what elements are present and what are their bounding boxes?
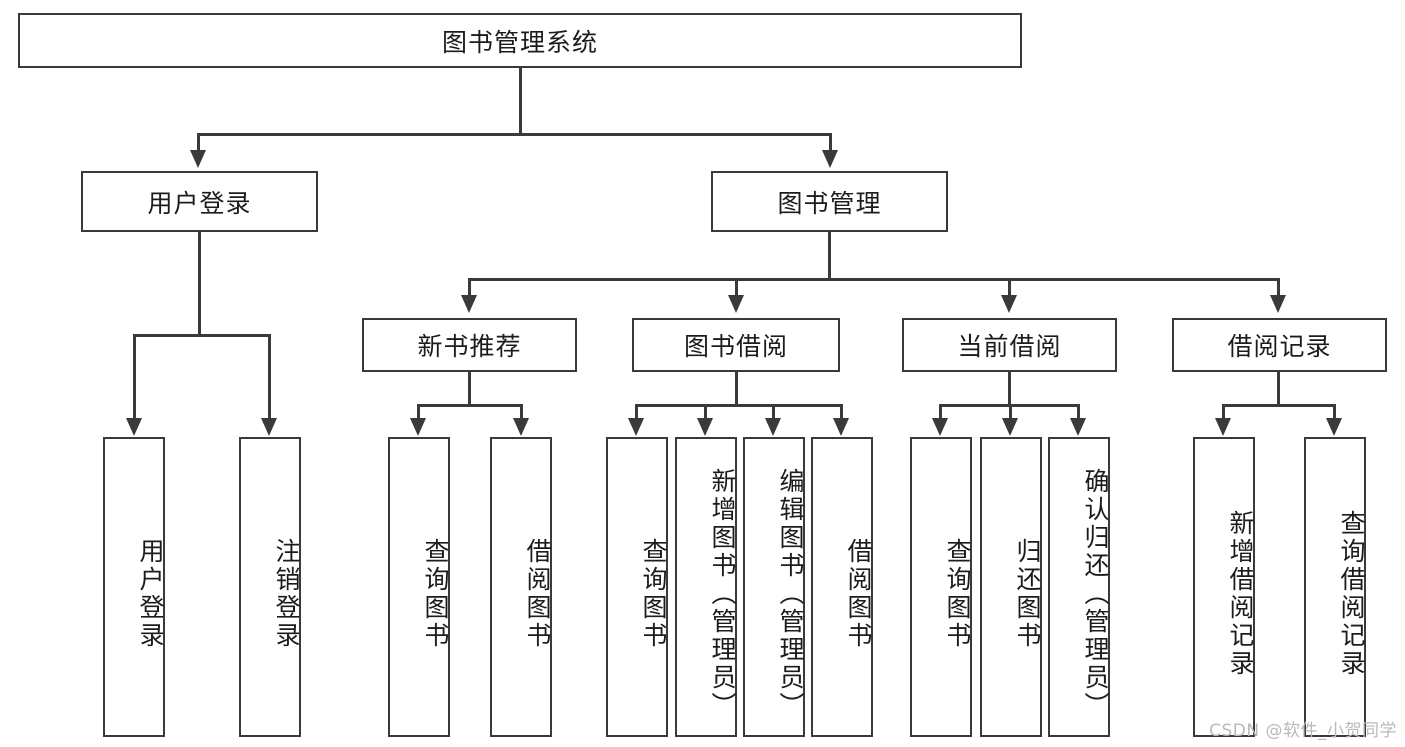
connector-current-borrow-stem — [1008, 372, 1011, 406]
arrowhead-nbr-c2 — [513, 418, 529, 436]
node-book-borrow[interactable]: 图书借阅 — [632, 318, 840, 372]
arrowhead-user-login — [190, 150, 206, 168]
node-leaf-borrow-book-1[interactable]: 借阅图书 — [490, 437, 552, 737]
node-book-borrow-label: 图书借阅 — [683, 332, 788, 361]
connector-drop-book-manage — [829, 133, 832, 153]
watermark-text: CSDN @软件_小贺同学 — [1209, 721, 1397, 741]
connector-drop-book-borrow — [735, 278, 738, 298]
arrowhead-br-c2 — [1326, 418, 1342, 436]
arrowhead-leaf-logout — [261, 418, 277, 436]
node-leaf-query-book-2[interactable]: 查询图书 — [606, 437, 668, 737]
connector-drop-user-login — [197, 133, 200, 153]
connector-drop-cb-c1 — [939, 404, 942, 420]
connector-drop-leaf-user-login — [133, 334, 136, 420]
arrowhead-br-c1 — [1215, 418, 1231, 436]
connector-book-borrow-bus — [635, 404, 843, 407]
node-leaf-user-login[interactable]: 用户登录 — [103, 437, 165, 737]
arrowhead-nbr-c1 — [410, 418, 426, 436]
node-root[interactable]: 图书管理系统 — [18, 13, 1022, 68]
node-leaf-query-book-1-label: 查询图书 — [421, 538, 450, 650]
node-leaf-add-book-admin-label: 新增图书（管理员） — [708, 468, 737, 720]
arrowhead-book-borrow — [728, 295, 744, 313]
connector-new-book-rec-stem — [468, 372, 471, 406]
arrowhead-borrow-record — [1270, 295, 1286, 313]
connector-drop-new-book-rec — [468, 278, 471, 298]
node-leaf-query-borrow-record[interactable]: 查询借阅记录 — [1304, 437, 1366, 737]
node-leaf-user-login-label: 用户登录 — [136, 538, 165, 650]
node-leaf-confirm-return-admin[interactable]: 确认归还（管理员） — [1048, 437, 1110, 737]
connector-borrow-record-stem — [1277, 372, 1280, 406]
arrowhead-new-book-rec — [461, 295, 477, 313]
node-leaf-borrow-book-2[interactable]: 借阅图书 — [811, 437, 873, 737]
connector-drop-nbr-c2 — [520, 404, 523, 420]
connector-drop-bb-c4 — [840, 404, 843, 420]
node-user-login-label: 用户登录 — [147, 188, 252, 218]
connector-drop-br-c1 — [1222, 404, 1225, 420]
node-leaf-edit-book-admin-label: 编辑图书（管理员） — [776, 468, 805, 720]
node-new-book-rec-label: 新书推荐 — [417, 332, 522, 361]
node-leaf-logout[interactable]: 注销登录 — [239, 437, 301, 737]
node-leaf-confirm-return-admin-label: 确认归还（管理员） — [1081, 468, 1110, 720]
arrowhead-cb-c2 — [1002, 418, 1018, 436]
connector-drop-bb-c2 — [704, 404, 707, 420]
node-borrow-record-label: 借阅记录 — [1227, 332, 1332, 361]
arrowhead-leaf-user-login — [126, 418, 142, 436]
arrowhead-current-borrow — [1001, 295, 1017, 313]
arrowhead-bb-c3 — [765, 418, 781, 436]
node-leaf-logout-label: 注销登录 — [272, 538, 301, 650]
node-leaf-add-borrow-record-label: 新增借阅记录 — [1226, 510, 1255, 678]
connector-drop-current-borrow — [1008, 278, 1011, 298]
node-root-label: 图书管理系统 — [441, 27, 598, 57]
arrowhead-book-manage — [822, 150, 838, 168]
node-leaf-add-book-admin[interactable]: 新增图书（管理员） — [675, 437, 737, 737]
connector-drop-bb-c1 — [635, 404, 638, 420]
node-current-borrow-label: 当前借阅 — [957, 332, 1062, 361]
node-leaf-add-borrow-record[interactable]: 新增借阅记录 — [1193, 437, 1255, 737]
arrowhead-cb-c1 — [932, 418, 948, 436]
connector-borrow-record-bus — [1222, 404, 1336, 407]
node-user-login[interactable]: 用户登录 — [81, 171, 318, 232]
connector-drop-cb-c2 — [1009, 404, 1012, 420]
node-leaf-borrow-book-1-label: 借阅图书 — [523, 538, 552, 650]
connector-drop-br-c2 — [1333, 404, 1336, 420]
node-leaf-query-book-3[interactable]: 查询图书 — [910, 437, 972, 737]
node-leaf-borrow-book-2-label: 借阅图书 — [844, 538, 873, 650]
node-new-book-rec[interactable]: 新书推荐 — [362, 318, 577, 372]
connector-l3-bus — [468, 278, 1280, 281]
arrowhead-bb-c2 — [697, 418, 713, 436]
connector-drop-cb-c3 — [1077, 404, 1080, 420]
node-leaf-query-book-2-label: 查询图书 — [639, 538, 668, 650]
connector-book-borrow-stem — [735, 372, 738, 406]
node-leaf-query-book-3-label: 查询图书 — [943, 538, 972, 650]
node-leaf-edit-book-admin[interactable]: 编辑图书（管理员） — [743, 437, 805, 737]
arrowhead-bb-c4 — [833, 418, 849, 436]
node-leaf-return-book-label: 归还图书 — [1013, 538, 1042, 650]
connector-drop-bb-c3 — [772, 404, 775, 420]
connector-drop-nbr-c1 — [417, 404, 420, 420]
arrowhead-cb-c3 — [1070, 418, 1086, 436]
node-leaf-query-book-1[interactable]: 查询图书 — [388, 437, 450, 737]
connector-drop-leaf-logout — [268, 334, 271, 420]
connector-user-login-stem — [198, 232, 201, 335]
connector-user-login-bus — [133, 334, 271, 337]
connector-book-manage-stem — [828, 232, 831, 280]
node-book-manage[interactable]: 图书管理 — [711, 171, 948, 232]
node-leaf-query-borrow-record-label: 查询借阅记录 — [1337, 510, 1366, 678]
node-book-manage-label: 图书管理 — [777, 188, 882, 218]
node-leaf-return-book[interactable]: 归还图书 — [980, 437, 1042, 737]
connector-l2-bus — [197, 133, 832, 136]
connector-new-book-rec-bus — [417, 404, 523, 407]
arrowhead-bb-c1 — [628, 418, 644, 436]
connector-root-stem — [519, 68, 522, 134]
connector-drop-borrow-record — [1277, 278, 1280, 298]
node-borrow-record[interactable]: 借阅记录 — [1172, 318, 1387, 372]
node-current-borrow[interactable]: 当前借阅 — [902, 318, 1117, 372]
